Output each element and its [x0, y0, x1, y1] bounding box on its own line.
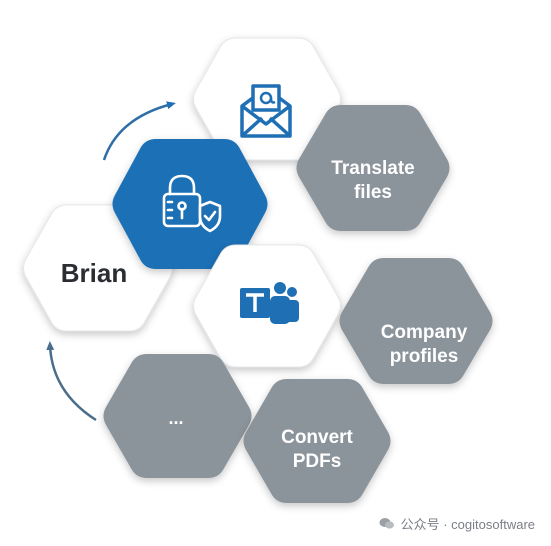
watermark: 公众号 · cogitosoftware [379, 514, 535, 533]
watermark-text: 公众号 · cogitosoftware [400, 517, 535, 532]
more-label: ... [168, 408, 183, 428]
lock-shield-icon [162, 174, 222, 233]
convert-pdfs-line2: PDFs [293, 451, 342, 472]
hex-translate-files [296, 105, 450, 231]
convert-pdfs-line1: Convert [281, 427, 353, 448]
translate-files-line1: Translate [331, 158, 414, 179]
company-profiles-line1: Company [381, 322, 468, 343]
email-at-icon [240, 84, 292, 138]
cycle-arrow-top [102, 101, 176, 161]
teams-icon [240, 282, 299, 324]
hex-security [112, 139, 268, 269]
hex-convert-pdfs [243, 379, 391, 503]
company-profiles-line2: profiles [390, 346, 459, 367]
translate-files-line2: files [354, 182, 392, 203]
hex-company-profiles [339, 258, 493, 384]
cycle-arrow-bottom [46, 341, 97, 422]
wechat-icon [379, 518, 394, 529]
hex-more [103, 354, 252, 478]
brian-label: Brian [61, 258, 127, 288]
